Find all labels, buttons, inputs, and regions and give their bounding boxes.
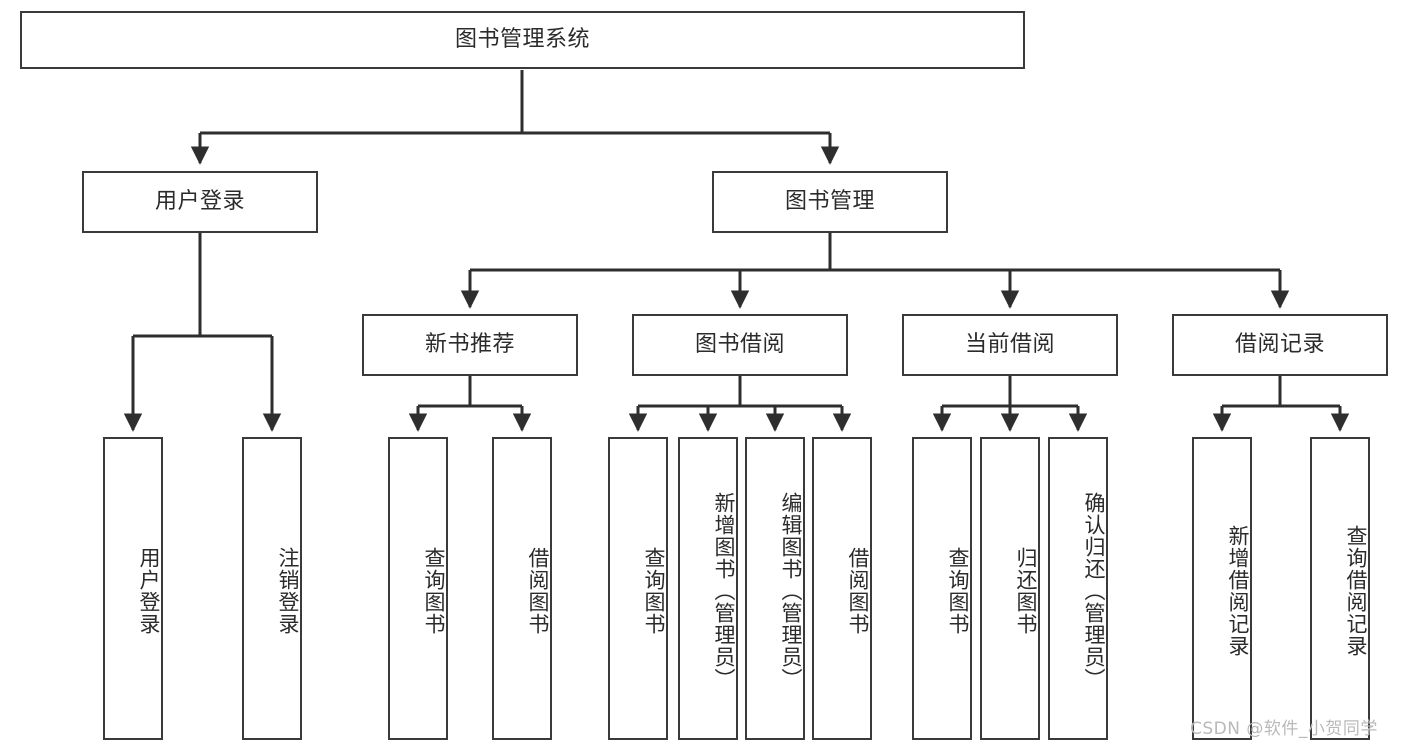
node-label: 新增借阅记录 [1226, 524, 1250, 657]
leaf-add-record[interactable]: 新增借阅记录 [1192, 437, 1252, 740]
node-label: 确认归还（管理员） [1082, 491, 1106, 690]
leaf-user-logout[interactable]: 注销登录 [242, 437, 302, 740]
node-label: 归还图书 [1014, 546, 1038, 635]
leaf-query-book-3[interactable]: 查询图书 [912, 437, 972, 740]
node-label: 借阅图书 [526, 546, 550, 635]
leaf-query-record[interactable]: 查询借阅记录 [1310, 437, 1370, 740]
node-label: 图书管理系统 [454, 27, 590, 53]
node-label: 新书推荐 [424, 332, 515, 358]
node-label: 图书管理 [784, 189, 875, 215]
node-label: 新增图书（管理员） [712, 491, 736, 690]
leaf-return-book[interactable]: 归还图书 [980, 437, 1040, 740]
node-book-management[interactable]: 图书管理 [712, 171, 948, 233]
node-user-login[interactable]: 用户登录 [82, 171, 318, 233]
node-label: 借阅记录 [1234, 332, 1325, 358]
node-book-borrow[interactable]: 图书借阅 [632, 314, 848, 376]
leaf-borrow-book-1[interactable]: 借阅图书 [492, 437, 552, 740]
node-label: 借阅图书 [846, 546, 870, 635]
csdn-watermark: CSDN @软件_小贺同学 [1190, 719, 1378, 739]
leaf-query-book-2[interactable]: 查询图书 [608, 437, 668, 740]
leaf-add-book[interactable]: 新增图书（管理员） [678, 437, 738, 740]
node-label: 用户登录 [154, 189, 245, 215]
node-label: 查询图书 [422, 546, 446, 635]
node-label: 用户登录 [137, 546, 161, 635]
leaf-query-book-1[interactable]: 查询图书 [388, 437, 448, 740]
leaf-edit-book[interactable]: 编辑图书（管理员） [745, 437, 805, 740]
node-label: 查询借阅记录 [1344, 524, 1368, 657]
node-root-system[interactable]: 图书管理系统 [20, 11, 1025, 69]
leaf-user-login[interactable]: 用户登录 [103, 437, 163, 740]
node-label: 查询图书 [642, 546, 666, 635]
leaf-borrow-book-2[interactable]: 借阅图书 [812, 437, 872, 740]
node-borrow-record[interactable]: 借阅记录 [1172, 314, 1388, 376]
node-label: 编辑图书（管理员） [779, 491, 803, 690]
node-label: 当前借阅 [964, 332, 1055, 358]
node-label: 注销登录 [276, 546, 300, 635]
node-new-book-recommend[interactable]: 新书推荐 [362, 314, 578, 376]
node-label: 图书借阅 [694, 332, 785, 358]
node-current-borrow[interactable]: 当前借阅 [902, 314, 1118, 376]
leaf-confirm-return[interactable]: 确认归还（管理员） [1048, 437, 1108, 740]
node-label: 查询图书 [946, 546, 970, 635]
